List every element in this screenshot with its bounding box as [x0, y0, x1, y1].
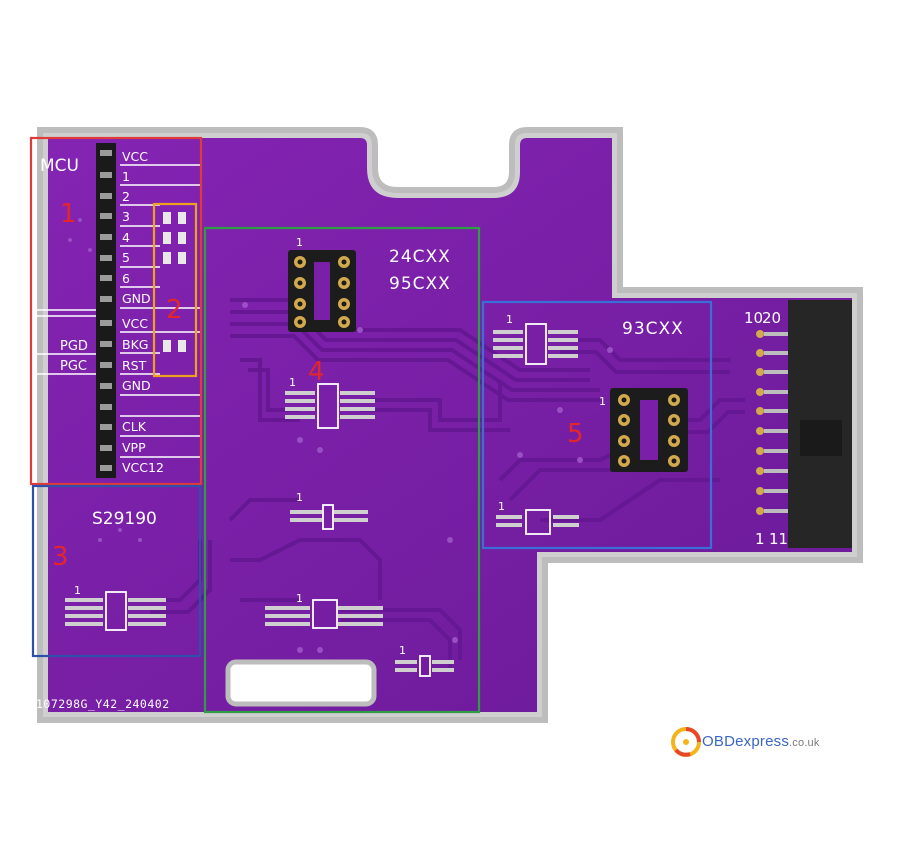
dip-socket-24cxx	[288, 250, 356, 332]
pin1-markers: 1 1 1 1 1 1 1 1 1	[74, 236, 606, 657]
pin-label: BKG	[122, 337, 148, 352]
smd-resistors	[163, 212, 186, 352]
pin-label: 4	[122, 230, 130, 245]
pcb-traces	[150, 298, 745, 670]
pin1-marker: 1	[289, 376, 296, 389]
brand-tld: .co.uk	[789, 737, 820, 749]
brand-logo-mark	[671, 727, 701, 757]
board-slot	[225, 659, 377, 707]
mcu-header	[35, 143, 200, 478]
pin-label: VCC	[122, 316, 148, 331]
region-3-box	[31, 484, 202, 658]
pin1-marker: 1	[296, 491, 303, 504]
vias	[68, 218, 613, 653]
pin-label: 2	[122, 189, 130, 204]
pin-label: VPP	[122, 440, 146, 455]
dip-socket-93cxx	[610, 388, 688, 472]
pin1-marker: 1	[296, 592, 303, 605]
brand-name: OBDexpress	[702, 733, 790, 750]
pin-label: 3	[122, 209, 130, 224]
pin-label: VCC	[122, 149, 148, 164]
chip-93cxx-label: 93CXX	[622, 319, 684, 339]
pgd-label: PGD	[60, 339, 88, 354]
pin-label: GND	[122, 291, 151, 306]
connector-pin-10-label: 10	[744, 309, 763, 327]
pin1-marker: 1	[74, 584, 81, 597]
chip-95cxx-label: 95CXX	[389, 274, 451, 294]
region-1-number: 1	[60, 199, 77, 229]
chip-24cxx-label: 24CXX	[389, 247, 451, 267]
pin-labels-bottom: VCC BKG RST GND CLK VPP VCC12	[122, 316, 164, 475]
pin1-marker: 1	[599, 395, 606, 408]
region-4-number: 4	[308, 357, 325, 387]
region-2-number: 2	[166, 295, 183, 325]
soic-footprints	[65, 330, 579, 672]
region-4-box	[203, 226, 481, 714]
pin-labels-top: VCC 1 2 3 4 5 6 GND	[122, 149, 151, 306]
region-3-number: 3	[52, 542, 69, 572]
pin-label: 6	[122, 271, 130, 286]
mcu-label: MCU	[40, 156, 79, 176]
edge-connector	[756, 300, 852, 548]
board-code: 107298G_Y42_240402	[36, 697, 170, 711]
connector-pin-1-label: 1	[755, 530, 765, 548]
connector-pin-20-label: 20	[762, 309, 781, 327]
pgc-label: PGC	[60, 359, 87, 374]
pin-label: GND	[122, 378, 151, 393]
pin1-marker: 1	[296, 236, 303, 249]
pin1-marker: 1	[506, 313, 513, 326]
pin-label: VCC12	[122, 460, 164, 475]
pin-label: 1	[122, 169, 130, 184]
chip-s29190-label: S29190	[92, 509, 157, 529]
region-2-box	[152, 202, 198, 378]
soic-outlines	[105, 323, 551, 677]
region-5-number: 5	[567, 419, 584, 449]
brand-logo: OBDexpress.co.uk	[668, 722, 838, 762]
pin1-marker: 1	[498, 500, 505, 513]
pin-label: RST	[122, 358, 147, 373]
pin-label: 5	[122, 250, 130, 265]
region-5-box	[481, 300, 713, 550]
pin1-marker: 1	[399, 644, 406, 657]
connector-pin-11-label: 11	[769, 530, 788, 548]
pin-label: CLK	[122, 419, 147, 434]
region-1-box	[29, 136, 203, 486]
